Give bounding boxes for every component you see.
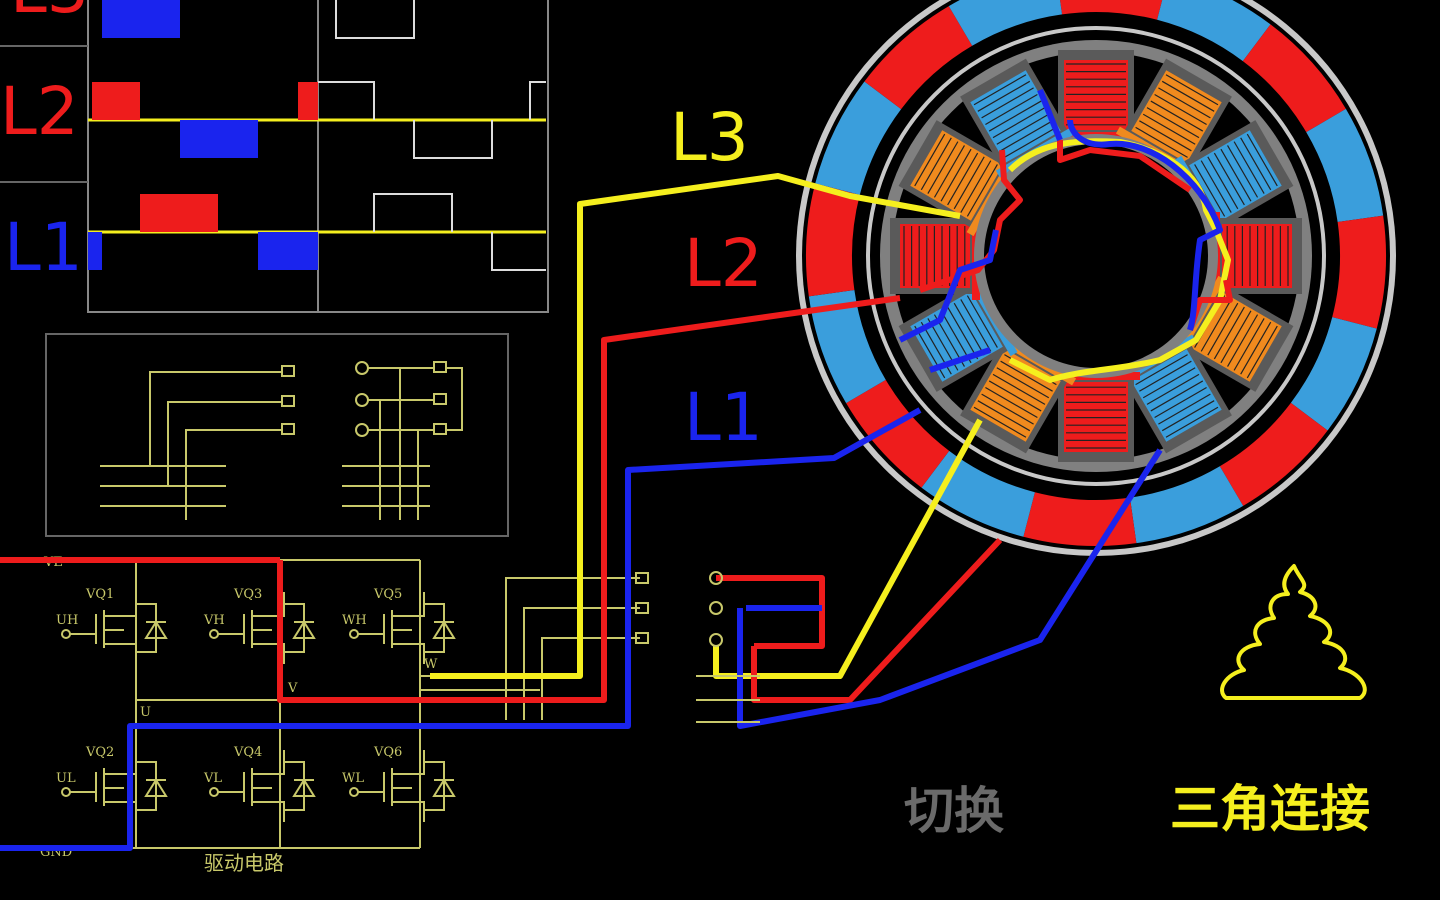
wire-label-l1: L1 xyxy=(684,379,763,456)
mosfet-icon xyxy=(209,592,316,664)
inverter-bridge: VE GND VQ1 VQ3 VQ5 VQ2 VQ4 VQ6 UH VH WH … xyxy=(0,555,649,875)
waveform-l3 xyxy=(102,0,415,39)
rotor-magnet xyxy=(1219,402,1328,506)
rotor-magnet xyxy=(1290,317,1377,431)
gate-label-wh: WH xyxy=(342,613,367,628)
rotor-magnet xyxy=(815,81,902,195)
rotor-magnet xyxy=(1242,24,1346,133)
delta-connection-icon xyxy=(1220,564,1367,700)
rotor-magnet xyxy=(1060,0,1163,20)
wire-label-l2: L2 xyxy=(684,225,763,302)
caption-connection: 三角连接 xyxy=(1170,780,1370,838)
rotor-magnet xyxy=(846,379,950,488)
node-label-u: U xyxy=(140,705,151,720)
waveform-panel: L3 L2 L1 xyxy=(0,0,549,313)
waveform-l2 xyxy=(88,81,546,159)
rotor-magnet xyxy=(1129,466,1244,544)
node-label-w: W xyxy=(424,657,438,672)
mosfet-icon xyxy=(349,592,456,664)
mosfet-icon xyxy=(209,750,316,822)
gate-label-uh: UH xyxy=(56,613,78,628)
internal-windings xyxy=(898,88,1233,383)
stator-coil xyxy=(1115,334,1232,454)
rotor-magnet xyxy=(948,0,1063,46)
gate-label-vh: VH xyxy=(203,613,225,628)
motor xyxy=(796,0,1396,556)
transistor-label-vq1: VQ1 xyxy=(85,587,114,602)
transistor-label-vq6: VQ6 xyxy=(373,745,402,760)
stator-coil xyxy=(1052,372,1140,462)
rotor-magnet xyxy=(1157,0,1271,62)
waveform-l1 xyxy=(88,193,546,271)
wire-l1 xyxy=(0,407,922,851)
node-label-v: V xyxy=(287,681,298,696)
waveform-label-top: L3 xyxy=(10,0,89,28)
bridge-caption: 驱动电路 xyxy=(204,851,284,875)
mosfet-icon xyxy=(61,750,168,822)
gate-label-vl: VL xyxy=(203,771,222,786)
transistor-label-vq3: VQ3 xyxy=(233,587,262,602)
transistor-label-vq4: VQ4 xyxy=(233,745,262,760)
rotor-magnet xyxy=(1306,108,1384,223)
wire-l3 xyxy=(430,173,961,679)
mosfet-icon xyxy=(349,750,456,822)
gate-label-ul: UL xyxy=(56,771,76,786)
stator-coil xyxy=(1052,50,1140,140)
star-connection-icon xyxy=(45,333,509,537)
rotor-magnet xyxy=(808,289,886,404)
gate-label-wl: WL xyxy=(342,771,364,786)
wire-l2 xyxy=(0,295,901,703)
phase-wires xyxy=(0,173,1163,851)
wire-label-l3: L3 xyxy=(670,99,749,176)
transistor-label-vq2: VQ2 xyxy=(85,745,114,760)
transistor-label-vq5: VQ5 xyxy=(373,587,402,602)
rotor-magnet xyxy=(1332,215,1386,329)
waveform-label-mid: L2 xyxy=(0,73,79,150)
rotor-magnet xyxy=(806,183,860,297)
rotor-magnet xyxy=(864,6,973,110)
mosfet-icon xyxy=(61,592,168,664)
caption-switch: 切换 xyxy=(904,782,1004,840)
waveform-label-bottom: L1 xyxy=(4,209,83,286)
